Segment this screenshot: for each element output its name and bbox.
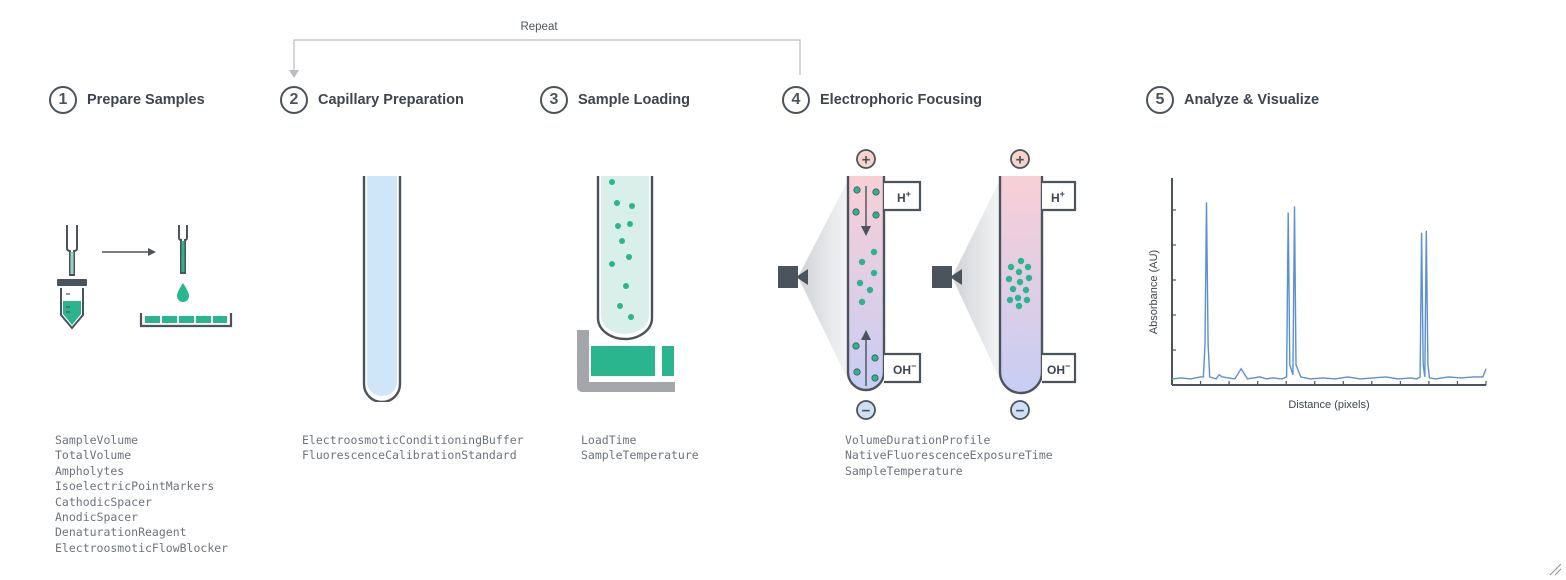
svg-text:OH−: OH−	[1047, 361, 1070, 377]
chart-axes	[1171, 178, 1487, 386]
step-4-header: 4 Electrophoric Focusing	[782, 85, 982, 115]
cathode-icon-2	[1010, 400, 1030, 420]
proton-label: H	[897, 191, 906, 205]
hydroxide-label-2: OH	[1047, 363, 1065, 377]
hydroxide-charge-2: −	[1065, 361, 1070, 371]
cathode-symbol-2: −	[1016, 403, 1025, 420]
step-3-header: 3 Sample Loading	[540, 85, 690, 115]
step-2-title: Capillary Preparation	[318, 92, 464, 108]
transfer-arrow-icon	[102, 248, 156, 256]
repeat-label: Repeat	[520, 21, 558, 33]
step-3-title: Sample Loading	[578, 92, 690, 108]
step-4-number: 4	[782, 86, 810, 114]
anode-symbol-2: +	[1016, 152, 1025, 169]
anode-icon	[856, 149, 876, 169]
step-5-title: Analyze & Visualize	[1184, 92, 1320, 108]
svg-text:H+: H+	[1051, 189, 1065, 205]
parameter-item: ElectroosmoticFlowBlocker	[55, 540, 229, 555]
anode-icon-2	[1010, 149, 1030, 169]
svg-text:OH−: OH−	[893, 361, 916, 377]
dispensing-pipette-icon	[177, 225, 189, 302]
parameter-item: LoadTime	[581, 433, 637, 447]
hydroxide-label: OH	[893, 363, 911, 377]
x-axis-label: Distance (pixels)	[1288, 399, 1369, 411]
parameter-item: SampleTemperature	[845, 463, 963, 478]
anode-symbol: +	[862, 152, 871, 169]
step-4-title: Electrophoric Focusing	[820, 92, 982, 108]
proton-label-2: H	[1051, 191, 1060, 205]
parameter-item: FluorescenceCalibrationStandard	[302, 448, 517, 463]
parameter-item: IsoelectricPointMarkers	[55, 479, 215, 494]
proton-charge-2: +	[1060, 189, 1065, 199]
parameter-item: CathodicSpacer	[55, 494, 152, 509]
step-1-number: 1	[49, 86, 77, 114]
parameter-item: SampleVolume	[55, 433, 139, 447]
svg-text:H+: H+	[897, 189, 911, 205]
step-5-number: 5	[1146, 86, 1174, 114]
parameter-item: Ampholytes	[55, 463, 125, 478]
parameter-item: DenaturationReagent	[55, 525, 187, 540]
well-plate-icon	[139, 313, 233, 328]
cathode-symbol: −	[862, 403, 871, 420]
parameter-item: SampleTemperature	[581, 448, 699, 463]
parameter-item: AnodicSpacer	[55, 510, 139, 525]
camera-icon	[778, 266, 798, 288]
y-axis-label: Absorbance (AU)	[1148, 250, 1160, 334]
focusing-capillary-after: H+ OH− + −	[932, 149, 1077, 420]
parameter-item: TotalVolume	[55, 448, 132, 463]
hydroxide-charge: −	[911, 361, 916, 371]
step-1-header: 1 Prepare Samples	[49, 85, 205, 115]
step-2-header: 2 Capillary Preparation	[280, 85, 464, 115]
repeat-loop-arrow-icon	[289, 39, 801, 78]
proton-charge: +	[906, 189, 911, 199]
loaded-capillary-icon	[596, 176, 654, 341]
pipette-icon	[66, 225, 78, 276]
parameter-item: ElectroosmoticConditioningBuffer	[302, 433, 524, 447]
focusing-capillary-before: H+ OH− + −	[778, 149, 922, 420]
resize-grip-icon[interactable]	[1548, 562, 1562, 576]
camera-icon-2	[932, 266, 952, 288]
parameter-item: NativeFluorescenceExposureTime	[845, 448, 1053, 463]
absorbance-series-line	[1171, 202, 1487, 380]
step-2-number: 2	[280, 86, 308, 114]
electrophoric-focusing-illustration: H+ OH− + − H+ OH−	[778, 149, 1077, 420]
absorbance-chart: Distance (pixels) Absorbance (AU)	[1148, 178, 1487, 411]
sample-tube-icon	[57, 279, 87, 330]
step-5-header: 5 Analyze & Visualize	[1146, 85, 1319, 115]
step-1-title: Prepare Samples	[87, 92, 205, 108]
cathode-icon	[856, 400, 876, 420]
step-3-number: 3	[540, 86, 568, 114]
sample-tray-icon	[577, 330, 675, 392]
sample-loading-illustration	[577, 176, 675, 392]
capillary-icon	[362, 176, 402, 402]
prepare-samples-illustration	[57, 225, 233, 330]
parameter-item: VolumeDurationProfile	[845, 433, 991, 447]
